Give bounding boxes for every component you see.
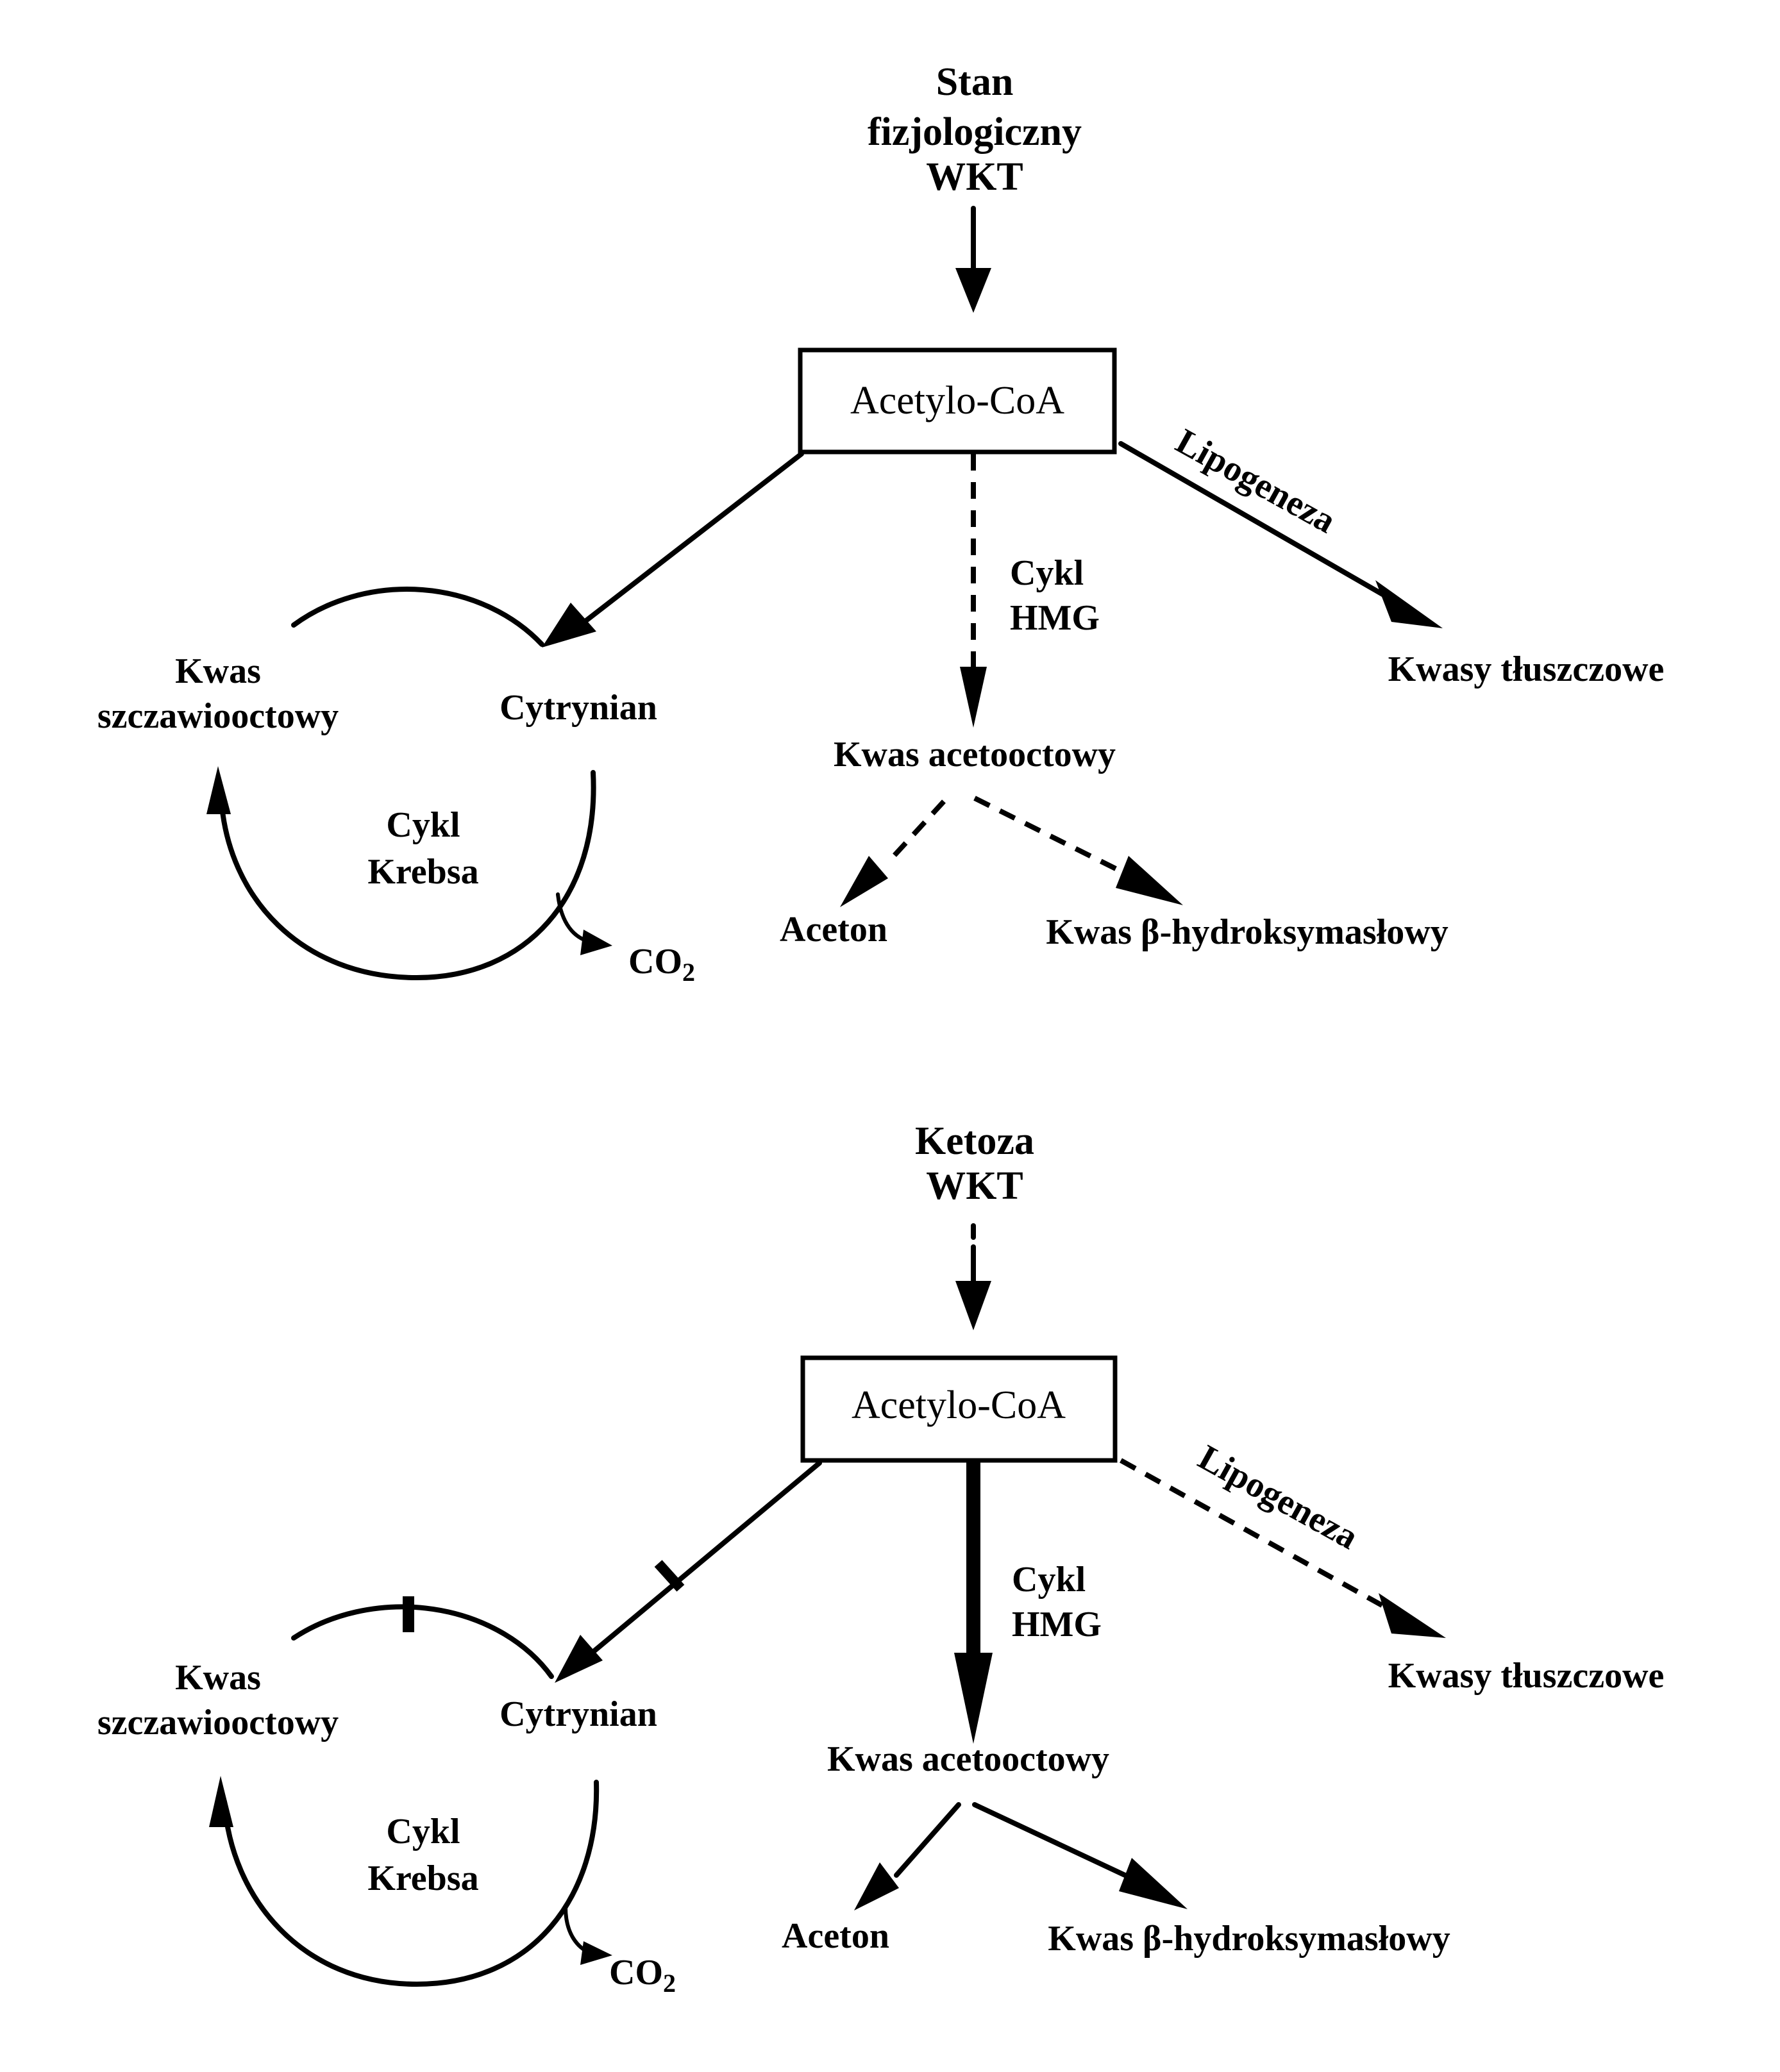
co2-label: CO2 [609,1953,676,1998]
hydroxybutyrate-arrow [973,796,1183,905]
krebs-upper-arc [291,587,544,647]
krebs-entry-arrow [542,451,804,648]
block-marker [403,1596,414,1632]
panel-physiological: Stan fizjologiczny WKT Acetylo-CoA Kwas … [97,60,1665,987]
krebs-arrowhead [209,1776,233,1827]
lipogenesis-label: Lipogeneza [1192,1437,1364,1557]
krebs-upper-arc [291,1604,554,1679]
krebs-arrowhead [206,766,231,814]
acetoacetate-label: Kwas acetooctowy [834,735,1116,774]
krebs-label-line-1: Cykl [386,805,460,845]
co2-label: CO2 [628,942,695,987]
hmg-label-line-1: Cykl [1012,1560,1086,1600]
lipogenesis-arrow [1118,441,1443,628]
panel-title-line-1: Ketoza [915,1119,1034,1163]
acetone-arrow [840,799,946,907]
krebs-lower-arc [219,770,596,981]
hmg-label-line-2: HMG [1012,1605,1102,1644]
krebs-cycle [209,1596,612,1987]
acetyl-coa-label: Acetylo-CoA [852,1383,1066,1427]
panel-title-line-3: WKT [926,155,1023,199]
hmg-label-line-1: Cykl [1010,553,1084,593]
panel-title-line-2: WKT [926,1164,1023,1208]
hydroxybutyrate-label: Kwas β-hydroksymasłowy [1048,1919,1450,1959]
acetone-label: Aceton [780,910,887,949]
acetyl-coa-node: Acetylo-CoA [798,347,1117,455]
oxaloacetate-line-1: Kwas [175,1658,261,1698]
input-arrow [955,1223,991,1330]
fatty-acids-label: Kwasy tłuszczowe [1388,1656,1665,1696]
krebs-lower-arc [222,1780,600,1987]
panel-title-line-2: fizjologiczny [868,110,1082,154]
hydroxybutyrate-arrow [972,1802,1188,1909]
co2-arrowhead [580,930,612,955]
acetyl-coa-node: Acetylo-CoA [800,1355,1118,1463]
panel-ketosis: Ketoza WKT Acetylo-CoA Kwas [97,1119,1665,1998]
citrate-label: Cytrynian [500,688,657,728]
hydroxybutyrate-label: Kwas β-hydroksymasłowy [1046,912,1448,952]
krebs-label-line-2: Krebsa [367,1859,478,1898]
acetone-arrow [854,1802,961,1910]
krebs-cycle [206,587,612,981]
co2-arrowhead [580,1941,612,1965]
acetyl-coa-label: Acetylo-CoA [850,379,1064,422]
input-arrow [955,206,991,313]
acetoacetate-label: Kwas acetooctowy [827,1739,1109,1779]
block-marker [654,1560,685,1592]
citrate-label: Cytrynian [500,1694,657,1734]
acetone-label: Aceton [782,1916,889,1956]
panel-title-line-1: Stan [936,60,1014,104]
lipogenesis-arrow [1120,1458,1446,1638]
hmg-arrow [954,1462,993,1744]
krebs-entry-arrow-blocked [555,1460,822,1683]
krebs-label-line-1: Cykl [386,1812,460,1851]
oxaloacetate-line-2: szczawiooctowy [97,1703,339,1742]
oxaloacetate-line-1: Kwas [175,651,261,691]
fatty-acids-label: Kwasy tłuszczowe [1388,649,1665,689]
hmg-arrow [960,454,987,728]
krebs-label-line-2: Krebsa [367,852,478,892]
hmg-label-line-2: HMG [1010,598,1100,638]
oxaloacetate-line-2: szczawiooctowy [97,696,339,736]
